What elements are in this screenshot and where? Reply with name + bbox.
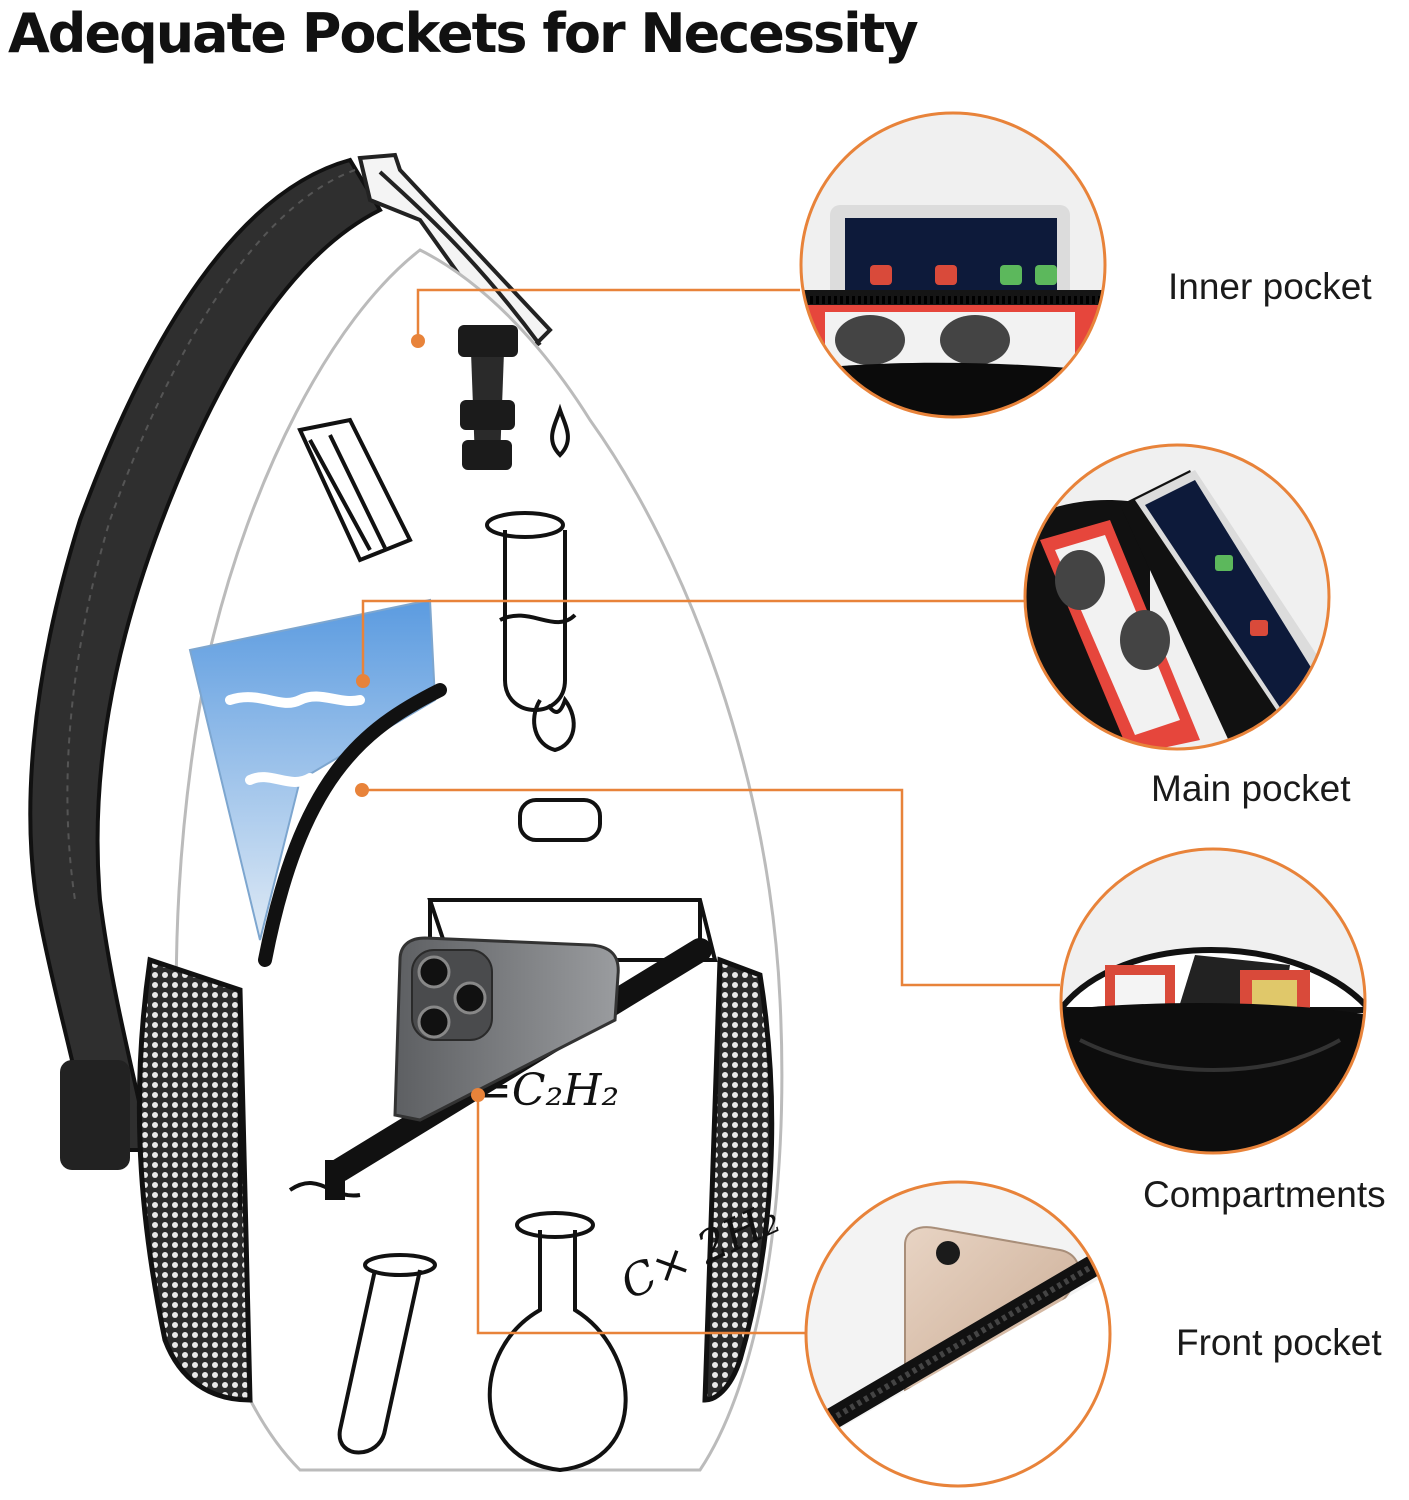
inner-pocket-detail [799,111,1107,419]
label-main-pocket: Main pocket [1151,768,1351,809]
callout-dots [355,334,485,1102]
callout-lines [361,288,1060,1335]
center-buckle [458,325,518,470]
left-mesh-pocket [136,956,253,1403]
right-mesh-pocket [702,956,775,1403]
compartments-detail [1059,847,1367,1155]
strap-buckle [60,1060,130,1170]
front-pocket-detail [804,1180,1112,1488]
label-compartments: Compartments [1143,1174,1386,1215]
science-doodles [238,403,718,1473]
page-title: Adequate Pockets for Necessity [8,2,919,65]
label-inner-pocket: Inner pocket [1168,266,1372,307]
label-front-pocket: Front pocket [1176,1322,1382,1363]
sling-bag: =C₂H₂ C× 2H₂ [28,152,787,1473]
main-pocket-detail [1023,443,1331,751]
